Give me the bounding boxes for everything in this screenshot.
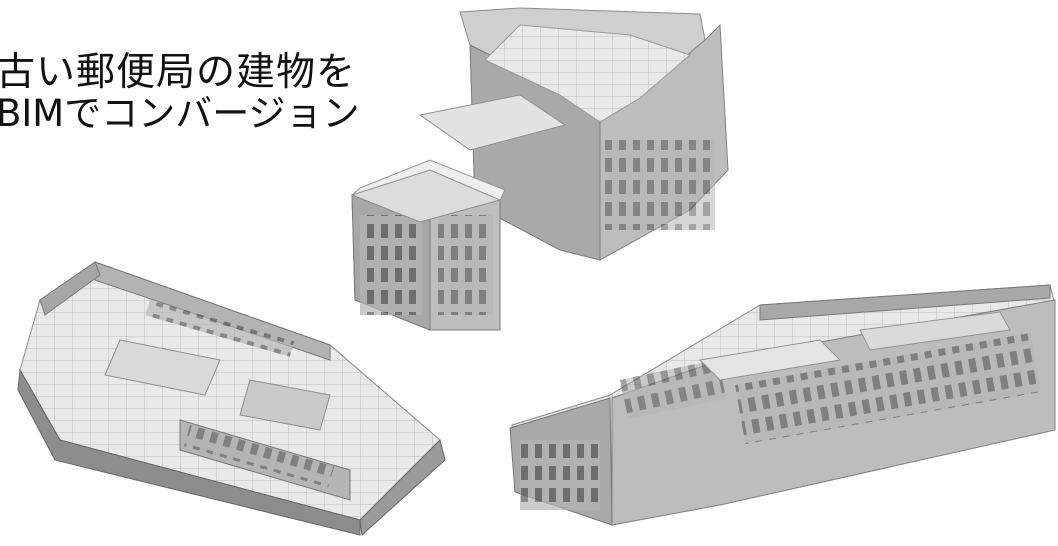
model-top-view [350,7,729,331]
model-right-view [509,284,1056,526]
model-left-view [17,261,446,537]
headline: 古い郵便局の建物を BIMでコンバージョン [0,50,360,136]
headline-line-1: 古い郵便局の建物を [0,50,357,95]
headline-line-2: BIMでコンバージョン [0,92,360,136]
